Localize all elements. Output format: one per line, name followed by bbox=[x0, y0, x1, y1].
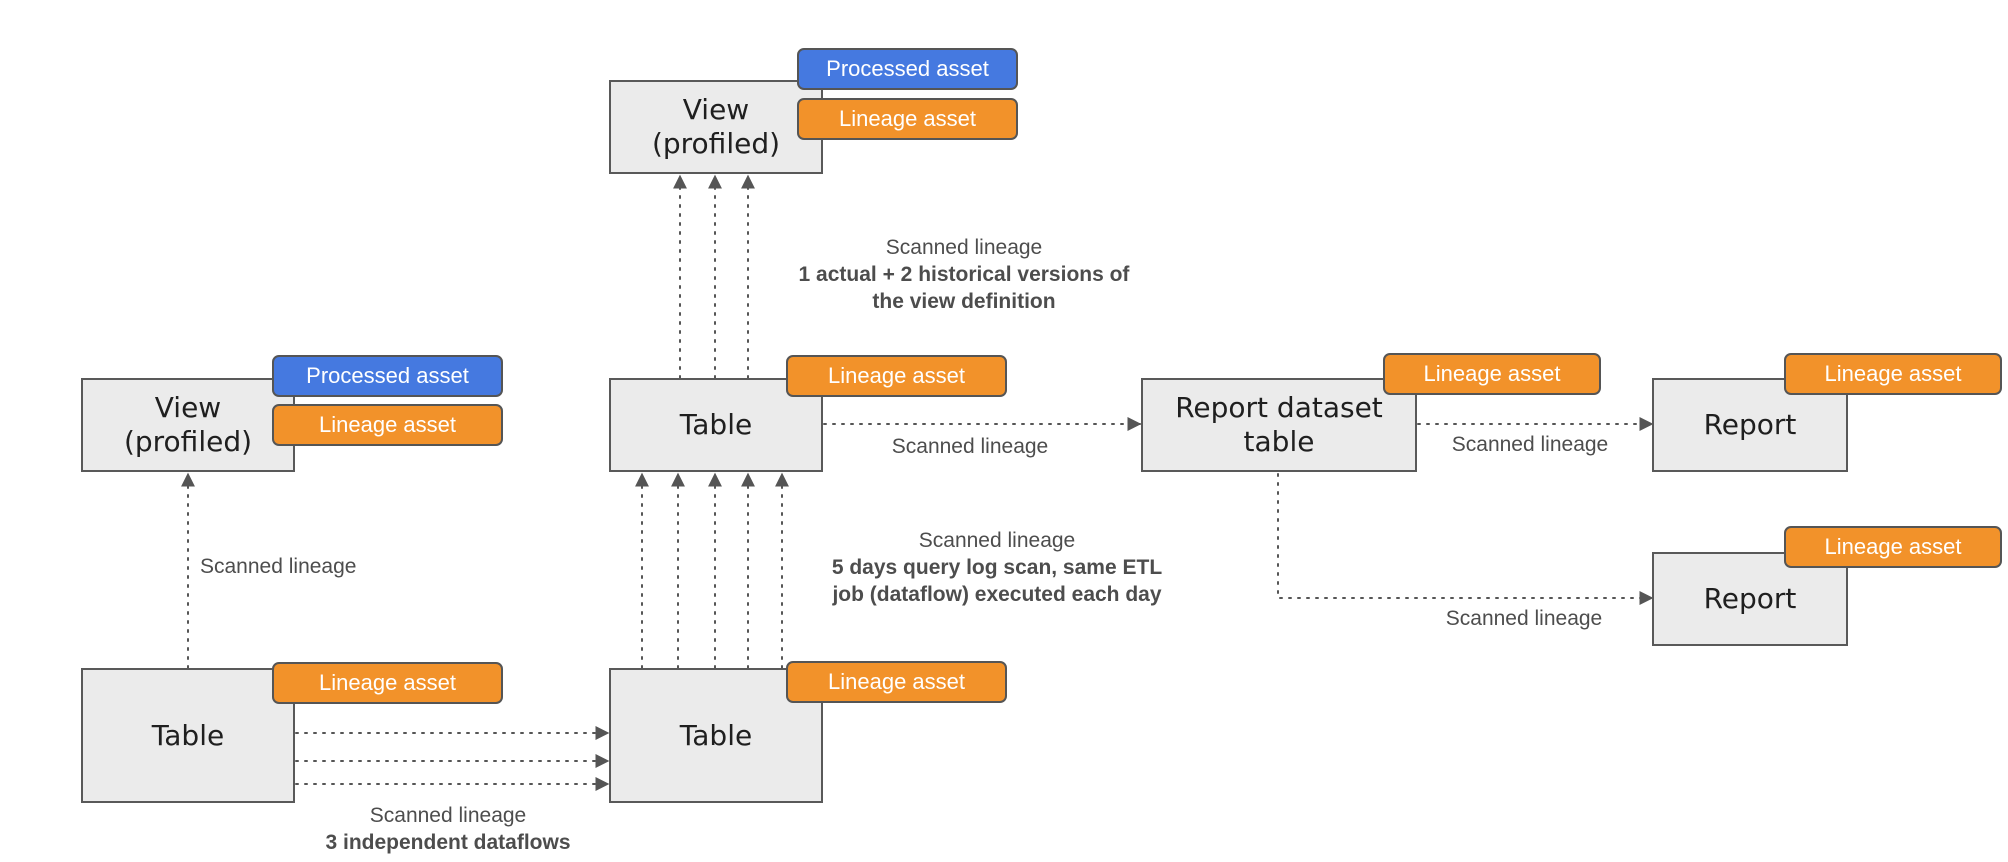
edge-label-mid-vertical: Scanned lineage 5 days query log scan, s… bbox=[797, 527, 1197, 608]
edge-label-mid-to-report-dataset: Scanned lineage bbox=[891, 435, 1049, 458]
edge-label-mid-line3: job (dataflow) executed each day bbox=[832, 583, 1162, 606]
lineage-asset-badge-report-dataset: Lineage asset bbox=[1383, 353, 1601, 395]
view-node-top: View (profiled) bbox=[609, 80, 823, 174]
table-node-mid: Table bbox=[609, 378, 823, 472]
edge-label-top-line1: Scanned lineage bbox=[885, 236, 1043, 259]
lineage-asset-badge-bottom-left: Lineage asset bbox=[272, 662, 503, 704]
processed-asset-badge-top: Processed asset bbox=[797, 48, 1018, 90]
edge-label-mid-line1: Scanned lineage bbox=[918, 529, 1076, 552]
edge-label-bottom-line2: 3 independent dataflows bbox=[325, 831, 571, 854]
lineage-asset-badge-mid-table: Lineage asset bbox=[786, 355, 1007, 397]
edge-label-report-dataset-to-report: Scanned lineage bbox=[1451, 433, 1609, 456]
view-node-left: View (profiled) bbox=[81, 378, 295, 472]
edge-label-top-line2: 1 actual + 2 historical versions of bbox=[798, 263, 1130, 286]
edge-label-report-dataset-down: Scanned lineage bbox=[1445, 607, 1603, 630]
edge-label-top-vertical: Scanned lineage 1 actual + 2 historical … bbox=[764, 234, 1164, 315]
table-node-bottom-left: Table bbox=[81, 668, 295, 803]
edge-label-top-line3: the view definition bbox=[872, 290, 1056, 313]
lineage-asset-badge-bottom-mid: Lineage asset bbox=[786, 661, 1007, 703]
processed-asset-badge-left: Processed asset bbox=[272, 355, 503, 397]
edge-label-left-vertical: Scanned lineage bbox=[200, 555, 357, 578]
lineage-asset-badge-report-1: Lineage asset bbox=[1784, 353, 2002, 395]
lineage-asset-badge-report-2: Lineage asset bbox=[1784, 526, 2002, 568]
edge-label-bottom-horizontal: Scanned lineage 3 independent dataflows bbox=[298, 802, 598, 856]
edge-report-dataset-to-report-2 bbox=[1277, 473, 1654, 605]
lineage-asset-badge-top: Lineage asset bbox=[797, 98, 1018, 140]
edge-label-mid-line2: 5 days query log scan, same ETL bbox=[831, 556, 1163, 579]
edge-label-bottom-line1: Scanned lineage bbox=[369, 804, 527, 827]
report-dataset-table-node: Report dataset table bbox=[1141, 378, 1417, 472]
lineage-asset-badge-left: Lineage asset bbox=[272, 404, 503, 446]
